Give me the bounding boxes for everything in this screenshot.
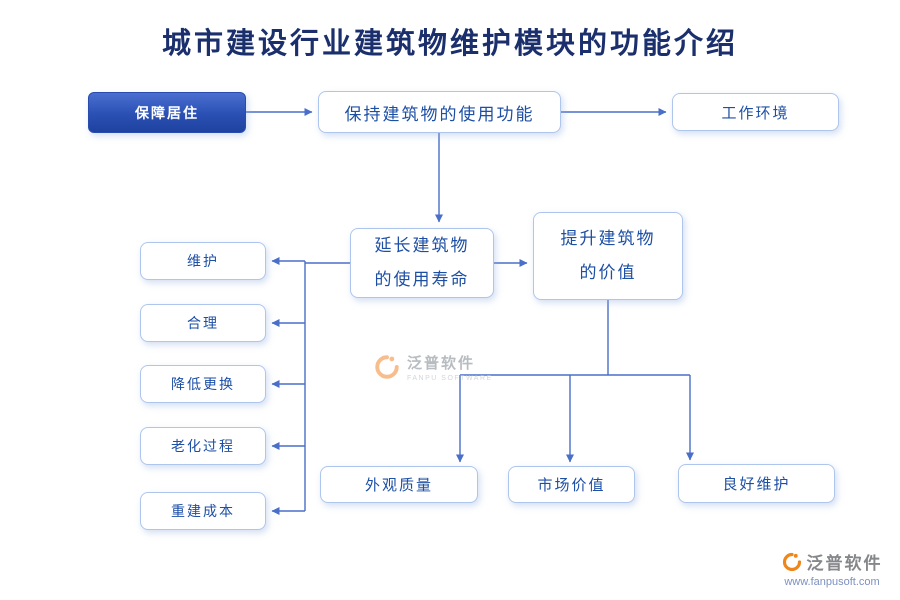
node-secure-living: 保障居住 [88, 92, 246, 133]
page-title: 城市建设行业建筑物维护模块的功能介绍 [161, 28, 738, 60]
watermark-subtitle: FANPU SOFTWARE [407, 375, 493, 382]
watermark: 泛普软件 FANPU SOFTWARE [374, 352, 493, 382]
watermark-name: 泛普软件 [407, 355, 476, 372]
node-good-maintenance: 良好维护 [678, 464, 835, 503]
node-work-environment: 工作环境 [672, 93, 839, 131]
node-market-value: 市场价值 [508, 466, 635, 503]
footer-brand: 泛普软件 www.fanpusoft.com [768, 549, 896, 588]
node-rebuild-cost: 重建成本 [140, 492, 266, 530]
node-keep-building-function: 保持建筑物的使用功能 [318, 91, 561, 133]
node-appearance-quality: 外观质量 [320, 466, 478, 503]
node-maintain: 维护 [140, 242, 266, 280]
node-aging-process: 老化过程 [140, 427, 266, 465]
node-extend-line1: 延长建筑物 [374, 236, 470, 255]
node-raise-line1: 提升建筑物 [560, 229, 656, 248]
node-raise-line2: 的价值 [579, 263, 637, 282]
node-extend-line2: 的使用寿命 [374, 270, 470, 289]
node-reasonable: 合理 [140, 304, 266, 342]
fanpu-logo-icon [375, 355, 399, 379]
node-extend-building-life: 延长建筑物 的使用寿命 [350, 228, 494, 298]
footer-logo-icon [782, 552, 801, 571]
node-reduce-replacement: 降低更换 [140, 365, 266, 403]
footer-brand-name: 泛普软件 [806, 554, 883, 573]
footer-url: www.fanpusoft.com [784, 576, 880, 588]
node-raise-building-value: 提升建筑物 的价值 [533, 212, 683, 300]
